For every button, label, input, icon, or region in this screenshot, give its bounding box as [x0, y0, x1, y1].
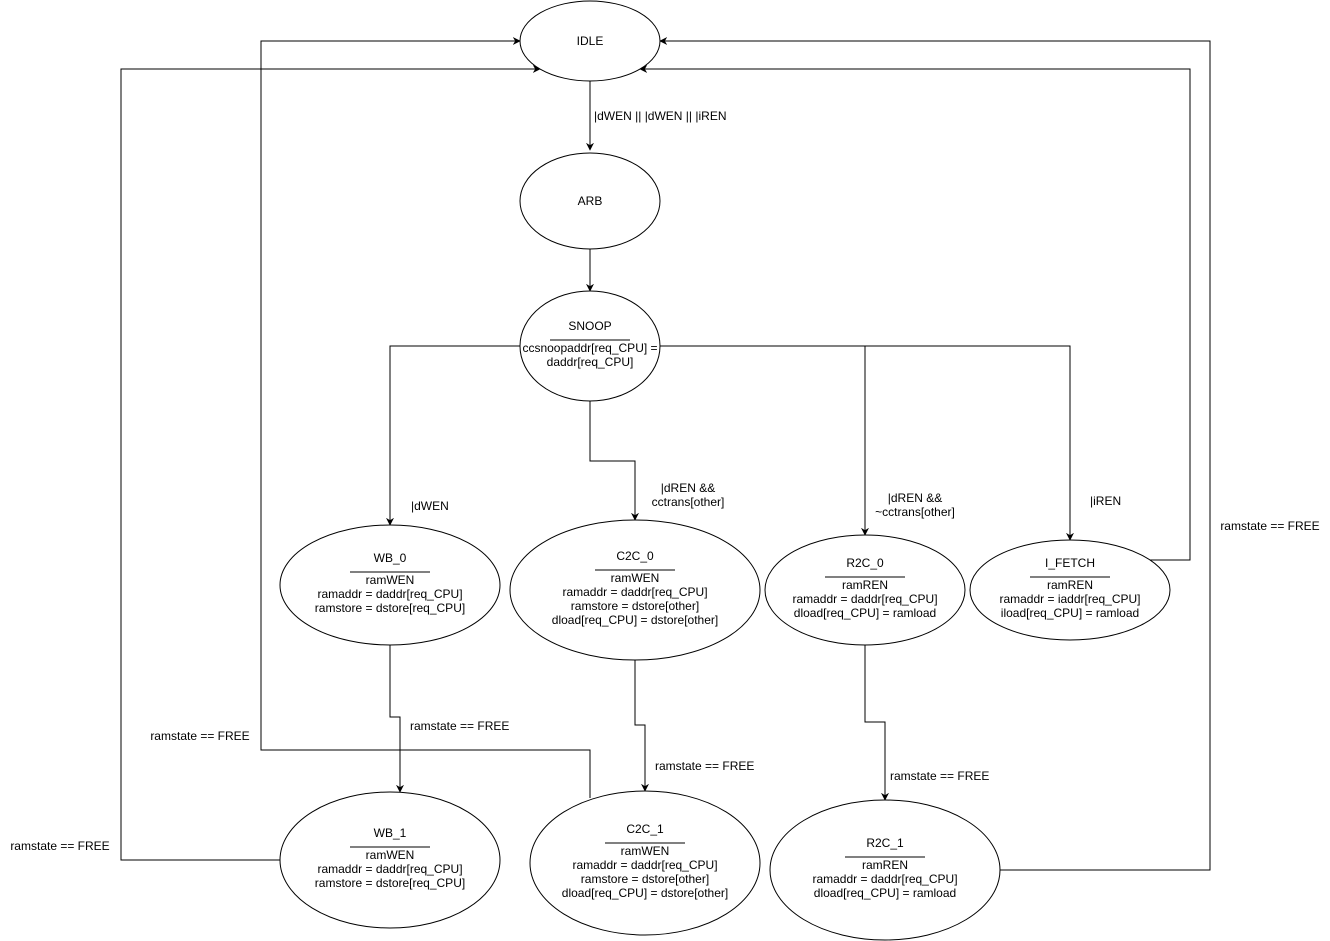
state-action-line: ramWEN [366, 848, 415, 862]
state-arb: ARB [519, 152, 661, 250]
state-ellipse [519, 290, 661, 402]
state-title: WB_0 [374, 551, 407, 565]
state-ellipse [969, 539, 1171, 641]
nodes-layer: IDLE ARB SNOOP ccsnoopaddr[req_CPU] =daddr[… [279, 0, 1171, 941]
edge-snoop-to-ifetch: |iREN [660, 345, 1121, 541]
state-title: I_FETCH [1045, 556, 1095, 570]
state-action-line: ramWEN [366, 573, 415, 587]
edge-line [864, 645, 889, 801]
state-action-line: ramaddr = daddr[req_CPU] [317, 862, 462, 876]
state-idle: IDLE [519, 0, 661, 82]
state-action-line: ramstore = dstore[other] [571, 599, 699, 613]
edge-snoop-to-c2c0: |dREN &&cctrans[other] [589, 401, 725, 521]
edge-line [639, 65, 1191, 561]
state-title: ARB [578, 194, 603, 208]
edge-c2c0-to-c2c1: ramstate == FREE [634, 660, 754, 792]
state-action-line: ramaddr = daddr[req_CPU] [792, 592, 937, 606]
edge-line [386, 345, 520, 526]
state-title: IDLE [577, 34, 604, 48]
edge-idle-to-arb: |dWEN || |dWEN || |iREN [586, 81, 727, 151]
state-action-line: dload[req_CPU] = ramload [794, 606, 936, 620]
state-action-line: dload[req_CPU] = dstore[other] [552, 613, 718, 627]
state-action-line: ramstore = dstore[req_CPU] [315, 601, 465, 615]
state-ellipse [769, 799, 1001, 941]
state-title: R2C_1 [866, 836, 904, 850]
edge-wb0-to-wb1: ramstate == FREE [389, 645, 509, 793]
state-action-line: ramaddr = iaddr[req_CPU] [999, 592, 1140, 606]
state-title: C2C_0 [616, 549, 654, 563]
state-title: SNOOP [568, 319, 611, 333]
edge-label: ramstate == FREE [655, 759, 754, 773]
edges-layer: |dWEN || |dWEN || |iREN|dWEN|dREN &&cctr… [10, 37, 1320, 871]
state-ellipse [519, 0, 661, 82]
edge-label: |dWEN || |dWEN || |iREN [594, 109, 727, 123]
state-action-line: daddr[req_CPU] [547, 355, 634, 369]
state-title: R2C_0 [846, 556, 884, 570]
state-ellipse [519, 152, 661, 250]
state-ellipse [509, 519, 761, 661]
state-title: C2C_1 [626, 822, 664, 836]
edge-label: |iREN [1090, 494, 1121, 508]
state-ellipse [279, 791, 501, 929]
state-action-line: ramaddr = daddr[req_CPU] [572, 858, 717, 872]
state-action-line: iload[req_CPU] = ramload [1001, 606, 1139, 620]
edge-line [260, 37, 591, 798]
state-title: WB_1 [374, 826, 407, 840]
edge-label: ramstate == FREE [150, 729, 249, 743]
edge-label: ramstate == FREE [10, 839, 109, 853]
state-action-line: dload[req_CPU] = dstore[other] [562, 886, 728, 900]
edge-line [589, 401, 639, 521]
edge-line [120, 65, 541, 861]
edge-label: |dREN && [888, 491, 942, 505]
state-action-line: ramREN [862, 858, 908, 872]
edge-snoop-to-wb0: |dWEN [386, 345, 520, 526]
edge-ifetch-to-idle [639, 65, 1191, 561]
state-ellipse [764, 534, 966, 646]
edge-label: ramstate == FREE [1220, 519, 1319, 533]
state-action-line: ramREN [1047, 578, 1093, 592]
state-action-line: ramWEN [621, 844, 670, 858]
edge-label: cctrans[other] [652, 495, 725, 509]
edge-label: ~cctrans[other] [875, 505, 955, 519]
edge-line [659, 37, 1211, 871]
edge-r2c0-to-r2c1: ramstate == FREE [864, 645, 989, 801]
state-action-line: ramstore = dstore[other] [581, 872, 709, 886]
state-ellipse [529, 790, 761, 936]
edge-label: |dWEN [411, 499, 449, 513]
state-action-line: ramaddr = daddr[req_CPU] [562, 585, 707, 599]
edge-r2c1-to-idle: ramstate == FREE [659, 37, 1320, 871]
edge-label: ramstate == FREE [890, 769, 989, 783]
state-action-line: ccsnoopaddr[req_CPU] = [522, 341, 657, 355]
state-action-line: dload[req_CPU] = ramload [814, 886, 956, 900]
state-snoop: SNOOP ccsnoopaddr[req_CPU] =daddr[req_CPU… [519, 290, 661, 402]
state-action-line: ramaddr = daddr[req_CPU] [317, 587, 462, 601]
edge-line [634, 660, 649, 792]
state-action-line: ramWEN [611, 571, 660, 585]
edge-line [660, 345, 1074, 541]
edge-line [389, 645, 404, 793]
edge-label: |dREN && [661, 481, 715, 495]
edge-c2c1-to-idle: ramstate == FREE [150, 37, 591, 798]
state-action-line: ramstore = dstore[req_CPU] [315, 876, 465, 890]
state-action-line: ramREN [842, 578, 888, 592]
state-action-line: ramaddr = daddr[req_CPU] [812, 872, 957, 886]
edge-label: ramstate == FREE [410, 719, 509, 733]
edge-wb1-to-idle: ramstate == FREE [10, 65, 541, 861]
state-ellipse [279, 524, 501, 646]
